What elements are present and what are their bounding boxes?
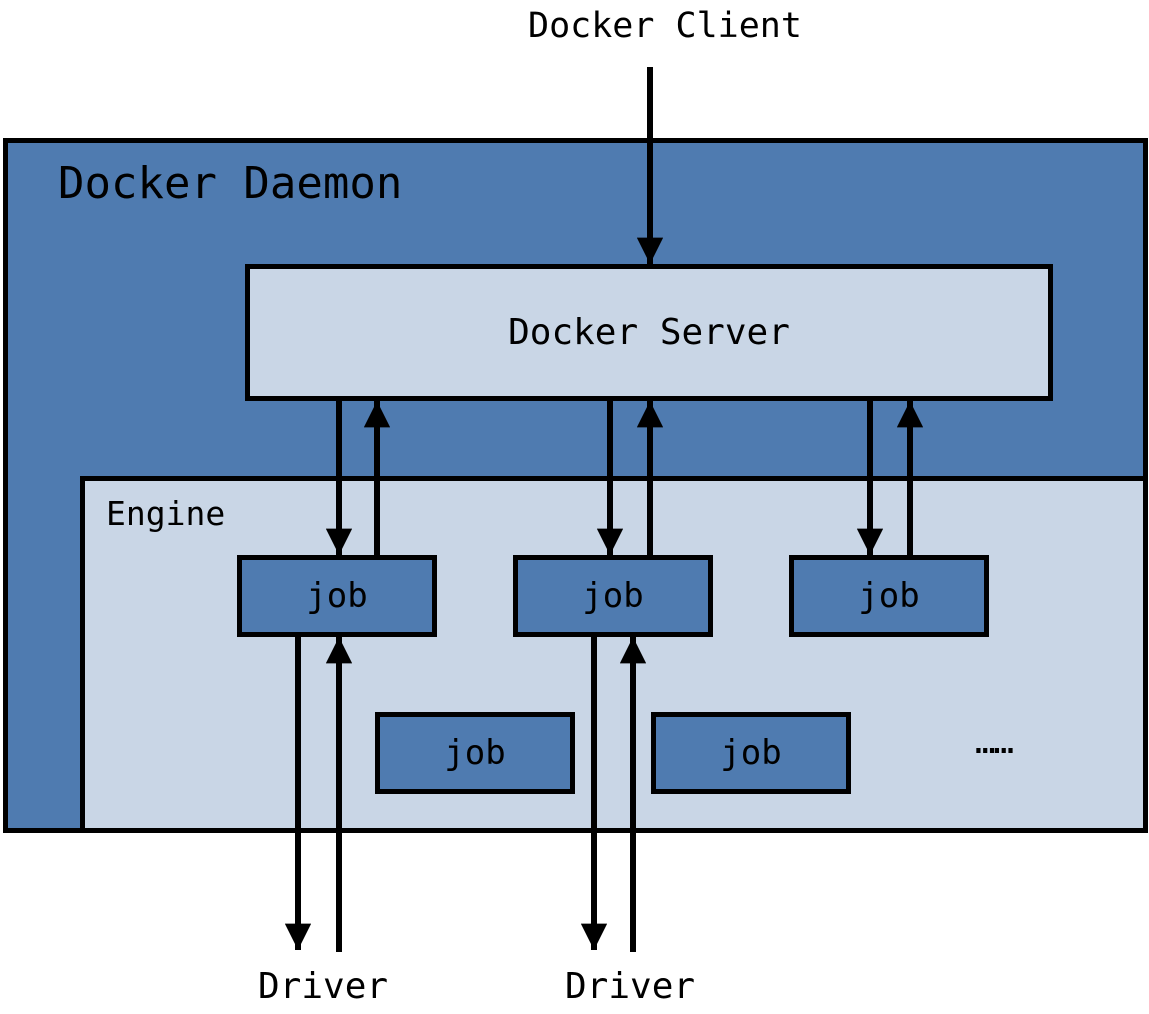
job-box-5: job [651, 712, 851, 794]
job-label: job [582, 576, 644, 616]
job-label: job [720, 733, 782, 773]
driver-label-2: Driver [565, 966, 696, 1007]
job-box-2: job [513, 555, 713, 637]
driver-label-1: Driver [258, 966, 389, 1007]
docker-server-label: Docker Server [508, 312, 790, 353]
job-box-1: job [237, 555, 437, 637]
more-jobs-ellipsis: …… [975, 722, 1014, 762]
engine-label: Engine [106, 494, 226, 533]
docker-daemon-label: Docker Daemon [58, 158, 403, 209]
docker-client-label: Docker Client [528, 6, 802, 46]
job-label: job [306, 576, 368, 616]
docker-server-box: Docker Server [245, 264, 1053, 401]
job-box-4: job [375, 712, 575, 794]
job-label: job [444, 733, 506, 773]
job-box-3: job [789, 555, 989, 637]
job-label: job [858, 576, 920, 616]
